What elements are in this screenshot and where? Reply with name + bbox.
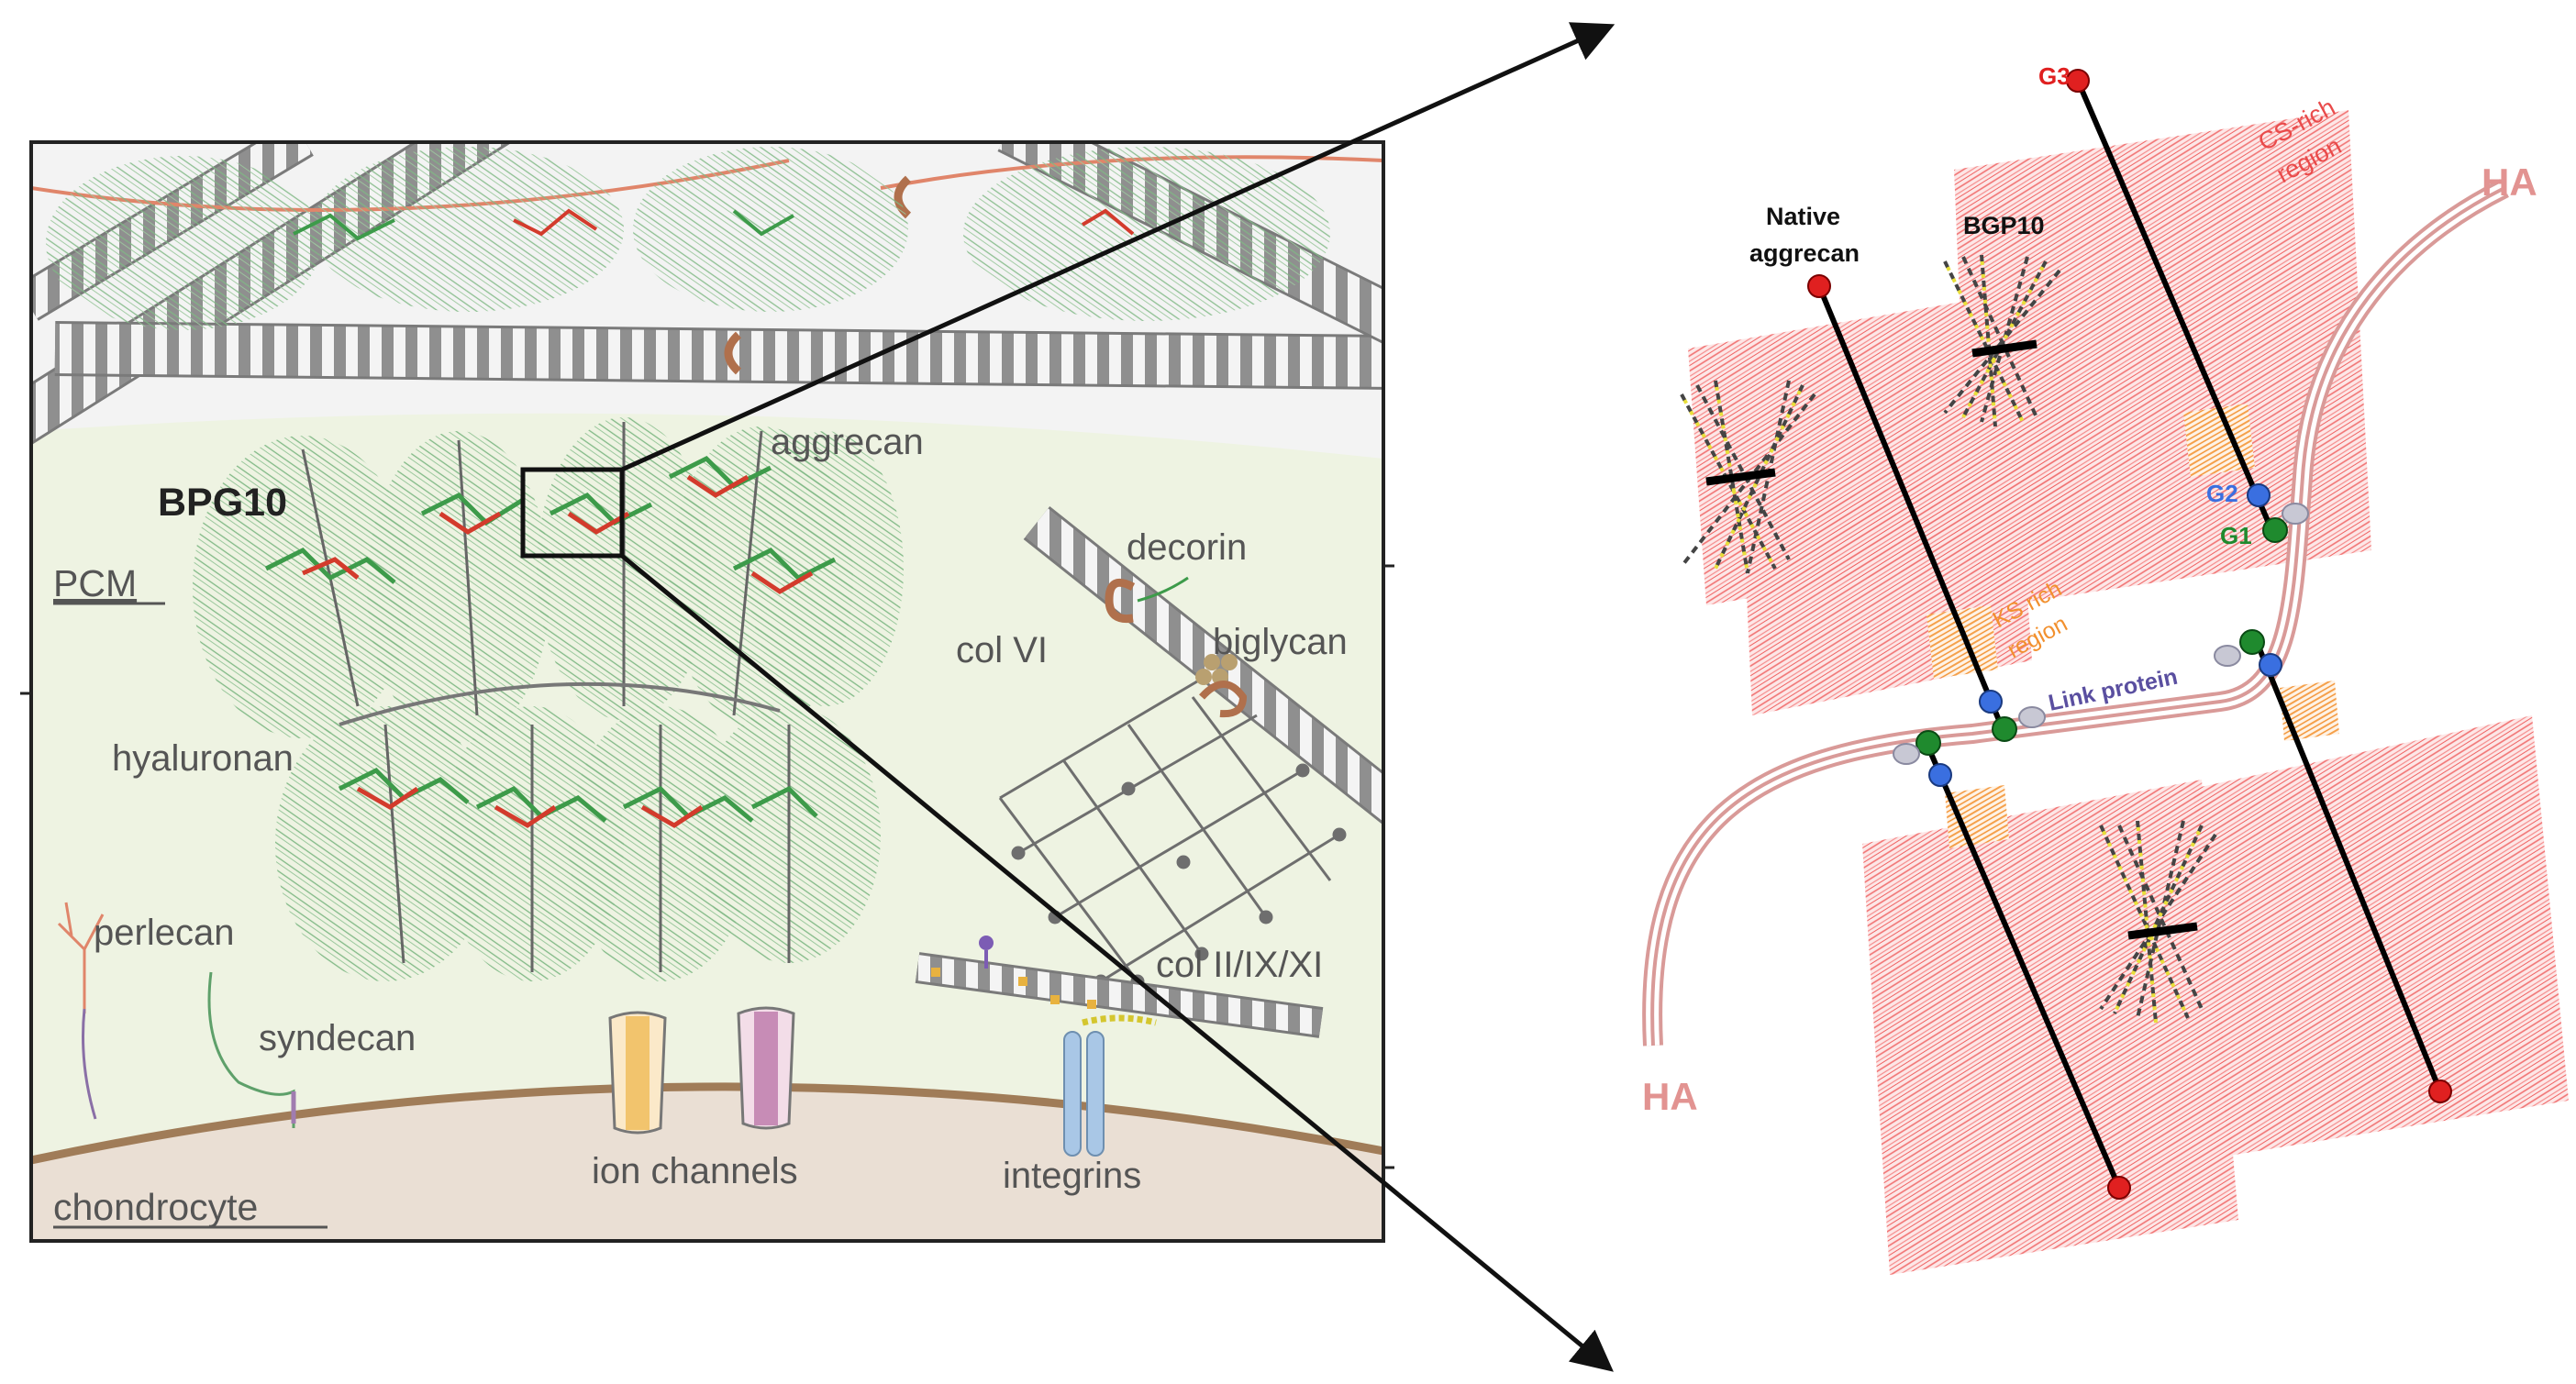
label-bgp10: BGP10 [1963,212,2045,239]
biglycan-cluster [1195,654,1238,685]
link-proteins [1893,503,2309,765]
label-hyaluronan: hyaluronan [112,738,294,779]
label-decorin: decorin [1127,527,1247,568]
chondrocyte-region [31,1086,1383,1241]
label-syndecan: syndecan [259,1018,416,1058]
label-native-aggrecan-line1: Native [1766,203,1840,230]
label-g1: G1 [2220,522,2252,549]
cell-membrane [31,1082,1383,1165]
col-ii-ix-xi-fibril [915,936,1324,1038]
label-ion-channels: ion channels [592,1151,798,1191]
decorin-ring [1105,578,1136,624]
col-vi-lattice [998,677,1347,989]
right-panel-aggrecan-schematic: HA HA G3 G2 G1 CS-rich region Native agg… [1642,62,2569,1275]
label-perlecan: perlecan [94,913,234,953]
bgp10-brush-2 [1943,254,2061,427]
g2-domains [1928,483,2282,787]
label-col-vi: col VI [956,630,1048,670]
ion-channel-yellow [608,1011,667,1135]
decorin-chain [1137,576,1189,603]
syndecan-glyph [207,971,295,1128]
zoom-region-box [520,467,625,559]
label-chondrocyte: chondrocyte [53,1186,258,1228]
label-g2: G2 [2206,480,2238,507]
bgp10-brush-1 [1680,380,1816,574]
label-bpg10: BPG10 [158,481,287,525]
label-ha-bottom: HA [1642,1075,1698,1118]
integrins-glyph [1063,1031,1105,1157]
decorin-ring-mid [724,331,742,375]
label-g3: G3 [2038,62,2071,90]
g3-domains [1807,69,2452,1200]
core-proteins [1816,79,2443,1190]
ion-channel-purple [737,1006,795,1130]
left-panel-frame [29,140,1385,1243]
label-col-ii-ix-xi: col II/IX/XI [1156,945,1323,985]
hyaluronan-chain [339,681,781,726]
zoom-arrows [620,22,1616,1372]
bgp10-brush-3 [2099,820,2217,1024]
label-biglycan: biglycan [1213,622,1348,662]
g1-domains [1915,517,2288,756]
label-pcm: PCM [53,562,137,604]
label-ha-top: HA [2482,161,2537,204]
biglycan-ring [1199,681,1248,718]
left-panel-pcm-illustration: BPG10 aggrecan PCM decorin biglycan col … [20,140,1394,1243]
label-aggrecan: aggrecan [771,422,924,462]
ks-rich-regions [1926,404,2339,848]
pcm-aggrecan-brushes [193,417,904,981]
perlecan-glyph [57,902,105,1120]
label-integrins: integrins [1003,1156,1141,1196]
label-native-aggrecan-line2: aggrecan [1749,239,1860,267]
